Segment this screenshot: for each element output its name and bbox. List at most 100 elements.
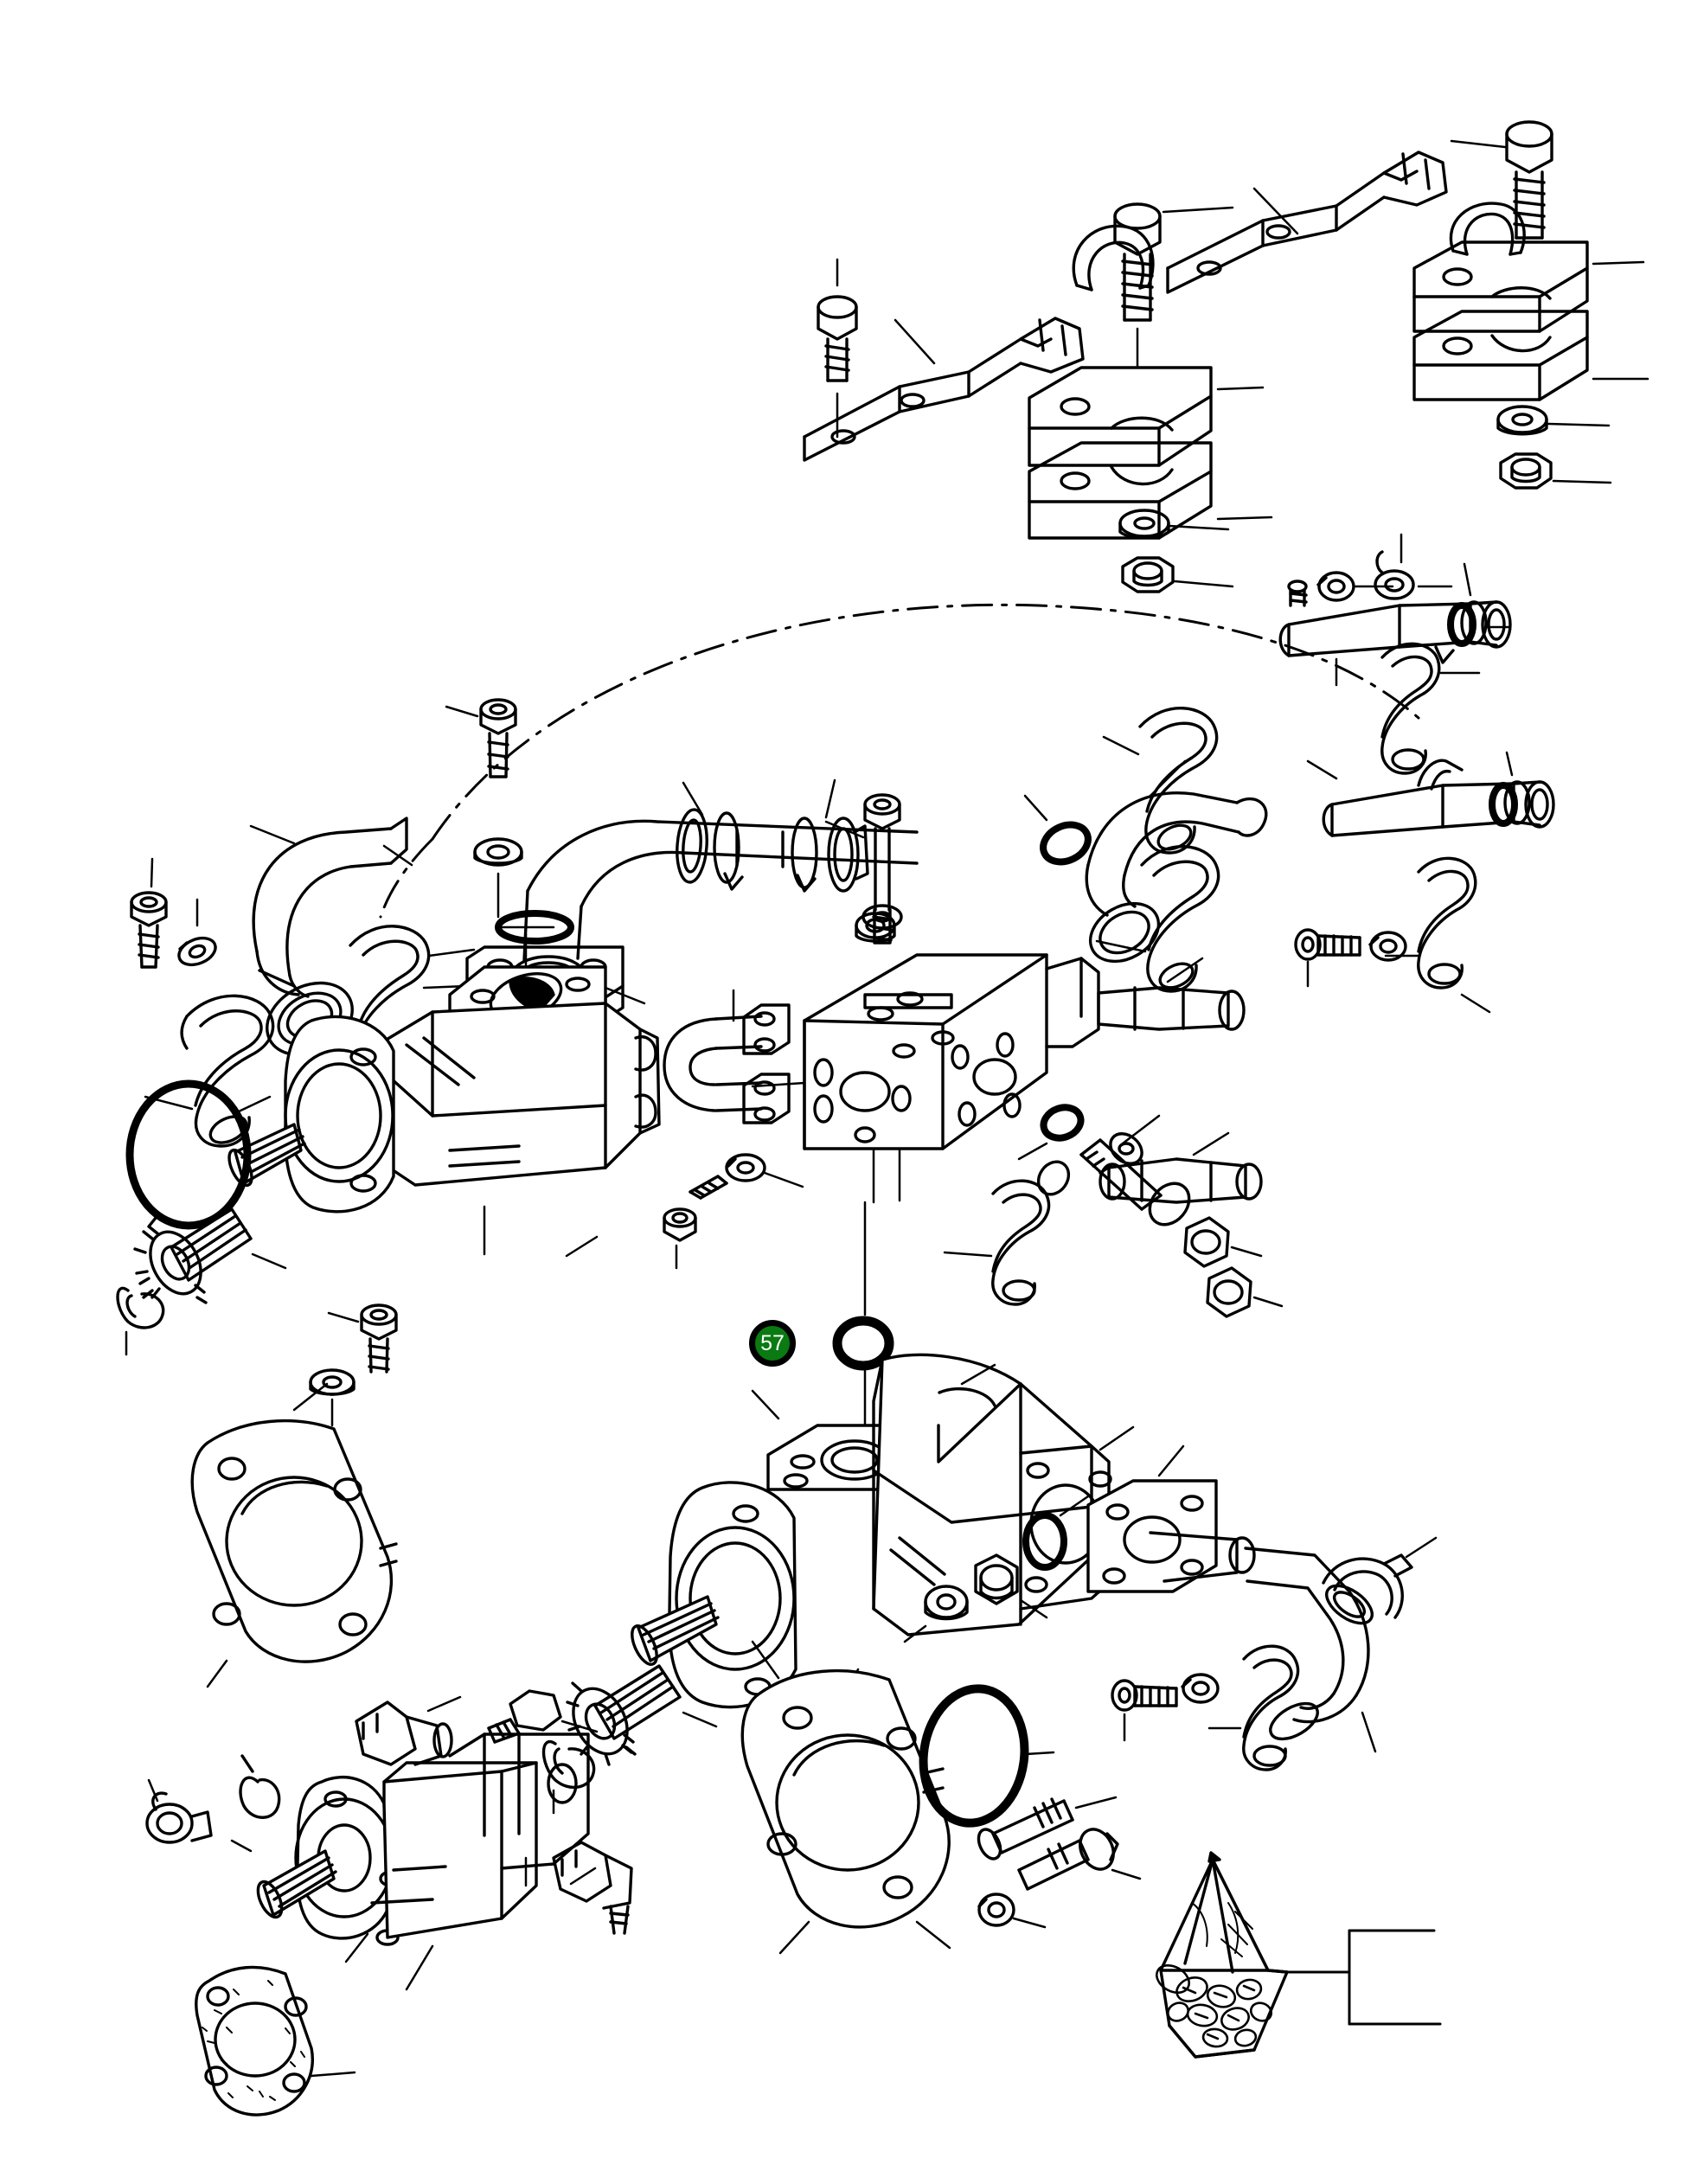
gasket-icon — [195, 1965, 314, 2117]
elbow-tube-icon — [1085, 791, 1268, 964]
hex-nut-icon — [974, 1553, 1019, 1605]
split-flange-half-icon — [180, 994, 275, 1148]
leader-line — [1405, 1536, 1438, 1559]
socket-capscrew-icon — [1036, 1160, 1071, 1196]
leader-line — [147, 1778, 159, 1803]
leader-line — [824, 778, 836, 819]
pipe-clamp-block-upper-icon — [1028, 366, 1213, 467]
leader-line — [1074, 1796, 1118, 1809]
o-ring-icon — [1040, 821, 1092, 866]
hex-bolt-icon — [487, 1689, 562, 1744]
snap-ring-icon — [239, 1754, 281, 1819]
mounting-flange-group — [740, 1640, 1142, 1955]
mounting-flange-plate-icon — [740, 1668, 951, 1929]
leader-line — [251, 1252, 287, 1270]
leader-line — [427, 948, 476, 958]
coupling-gear-icon — [133, 1207, 253, 1304]
lock-washer-icon — [977, 1893, 1015, 1927]
leader-line — [915, 1920, 951, 1950]
lock-washer-icon — [1368, 931, 1407, 962]
leader-line — [1547, 422, 1611, 427]
valve-block-icon — [803, 953, 1100, 1150]
leader-line — [1361, 1711, 1377, 1753]
pipe-clamp-block-lower-icon — [1028, 441, 1213, 540]
o-ring-icon — [495, 910, 574, 945]
leader-line — [1095, 939, 1147, 953]
leader-line — [1121, 1114, 1161, 1145]
split-flange-half-icon — [1138, 707, 1219, 855]
upper-left-mount-bracket-group — [803, 202, 1273, 593]
lock-washer-icon — [473, 837, 523, 867]
lock-washer-icon — [725, 1153, 766, 1182]
leader-line — [1102, 735, 1140, 756]
split-flange-half-icon — [1374, 550, 1415, 600]
mounting-flange-icon — [1086, 1479, 1256, 1593]
socket-capscrew-icon — [663, 1175, 728, 1242]
socket-capscrew-icon — [130, 891, 168, 969]
u-bend-tube-icon — [663, 1003, 791, 1124]
leader-line — [1460, 993, 1491, 1014]
o-ring-icon — [1022, 1512, 1067, 1571]
long-capscrew-icon — [977, 1797, 1074, 1861]
hose-clamp-icon — [1322, 1553, 1413, 1619]
leader-line — [249, 824, 296, 845]
o-ring-icon — [832, 1316, 894, 1371]
leader-line — [1059, 1495, 1090, 1517]
misc-leader-lines — [382, 844, 1135, 1451]
flat-washer-icon — [1109, 1132, 1143, 1165]
leader-line — [1166, 957, 1204, 983]
leader-line — [292, 1382, 329, 1412]
leader-line — [150, 857, 154, 888]
o-ring-icon — [1040, 1104, 1085, 1142]
gear-pump-small-icon — [256, 1732, 590, 1946]
flat-washer-icon — [1496, 405, 1548, 436]
lower-pump-group — [541, 1201, 1438, 1815]
leader-line — [1230, 1246, 1263, 1258]
right-tube-assembly-upper — [1278, 533, 1512, 775]
callout-badge-number[interactable]: 57 — [749, 1320, 796, 1367]
leader-line — [1306, 759, 1338, 780]
pipe-clamp-hoop-icon — [1072, 224, 1155, 291]
plug-icon — [855, 912, 896, 943]
leader-line — [426, 1695, 462, 1713]
hex-bolt-long-icon — [1113, 202, 1162, 322]
long-bolt-icon — [1079, 1138, 1191, 1226]
control-valve-block-group — [663, 912, 1284, 1318]
leader-line — [943, 1251, 993, 1258]
leader-line — [1450, 139, 1507, 149]
socket-capscrew-icon — [1294, 928, 1361, 961]
split-flange-half-icon — [1380, 642, 1441, 775]
outlet-tube-lower-icon — [1099, 1157, 1263, 1204]
plug-icon — [145, 1791, 213, 1844]
leader-line — [1019, 1598, 1048, 1619]
leader-line — [751, 1389, 780, 1420]
leader-line — [1216, 516, 1273, 521]
split-flange-half-icon — [1242, 1644, 1300, 1771]
leader-line — [1552, 479, 1612, 484]
flat-washer-icon — [1118, 509, 1170, 540]
leader-line — [405, 1944, 434, 1991]
leader-line — [1592, 260, 1645, 266]
leader-line — [682, 781, 704, 817]
hex-bolt-long-icon — [1505, 120, 1553, 240]
hardware-bag-group — [1156, 1851, 1442, 2059]
o-ring-icon — [1447, 602, 1476, 647]
outlet-tube-icon — [1097, 986, 1246, 1031]
straight-tube-icon — [1322, 759, 1555, 837]
leader-line — [1157, 1444, 1185, 1477]
leader-line — [894, 318, 936, 365]
elbow-fitting-icon — [552, 1841, 633, 1935]
leader-line — [1023, 794, 1048, 822]
hex-nut-icon — [1121, 556, 1175, 593]
leader-line — [230, 1839, 253, 1853]
small-pump-group — [145, 1689, 633, 2117]
leader-line — [751, 1081, 806, 1088]
leader-line — [1162, 206, 1234, 214]
pipe-clamp-hoop-icon — [1449, 202, 1526, 256]
o-ring-large-icon — [125, 1079, 252, 1230]
leader-line — [1017, 1142, 1048, 1161]
hardware-bag-icon — [1156, 1851, 1289, 2059]
lock-washer-icon — [177, 936, 217, 967]
hex-nut-icon — [1499, 452, 1553, 490]
mount-strap-icon — [803, 317, 1085, 462]
